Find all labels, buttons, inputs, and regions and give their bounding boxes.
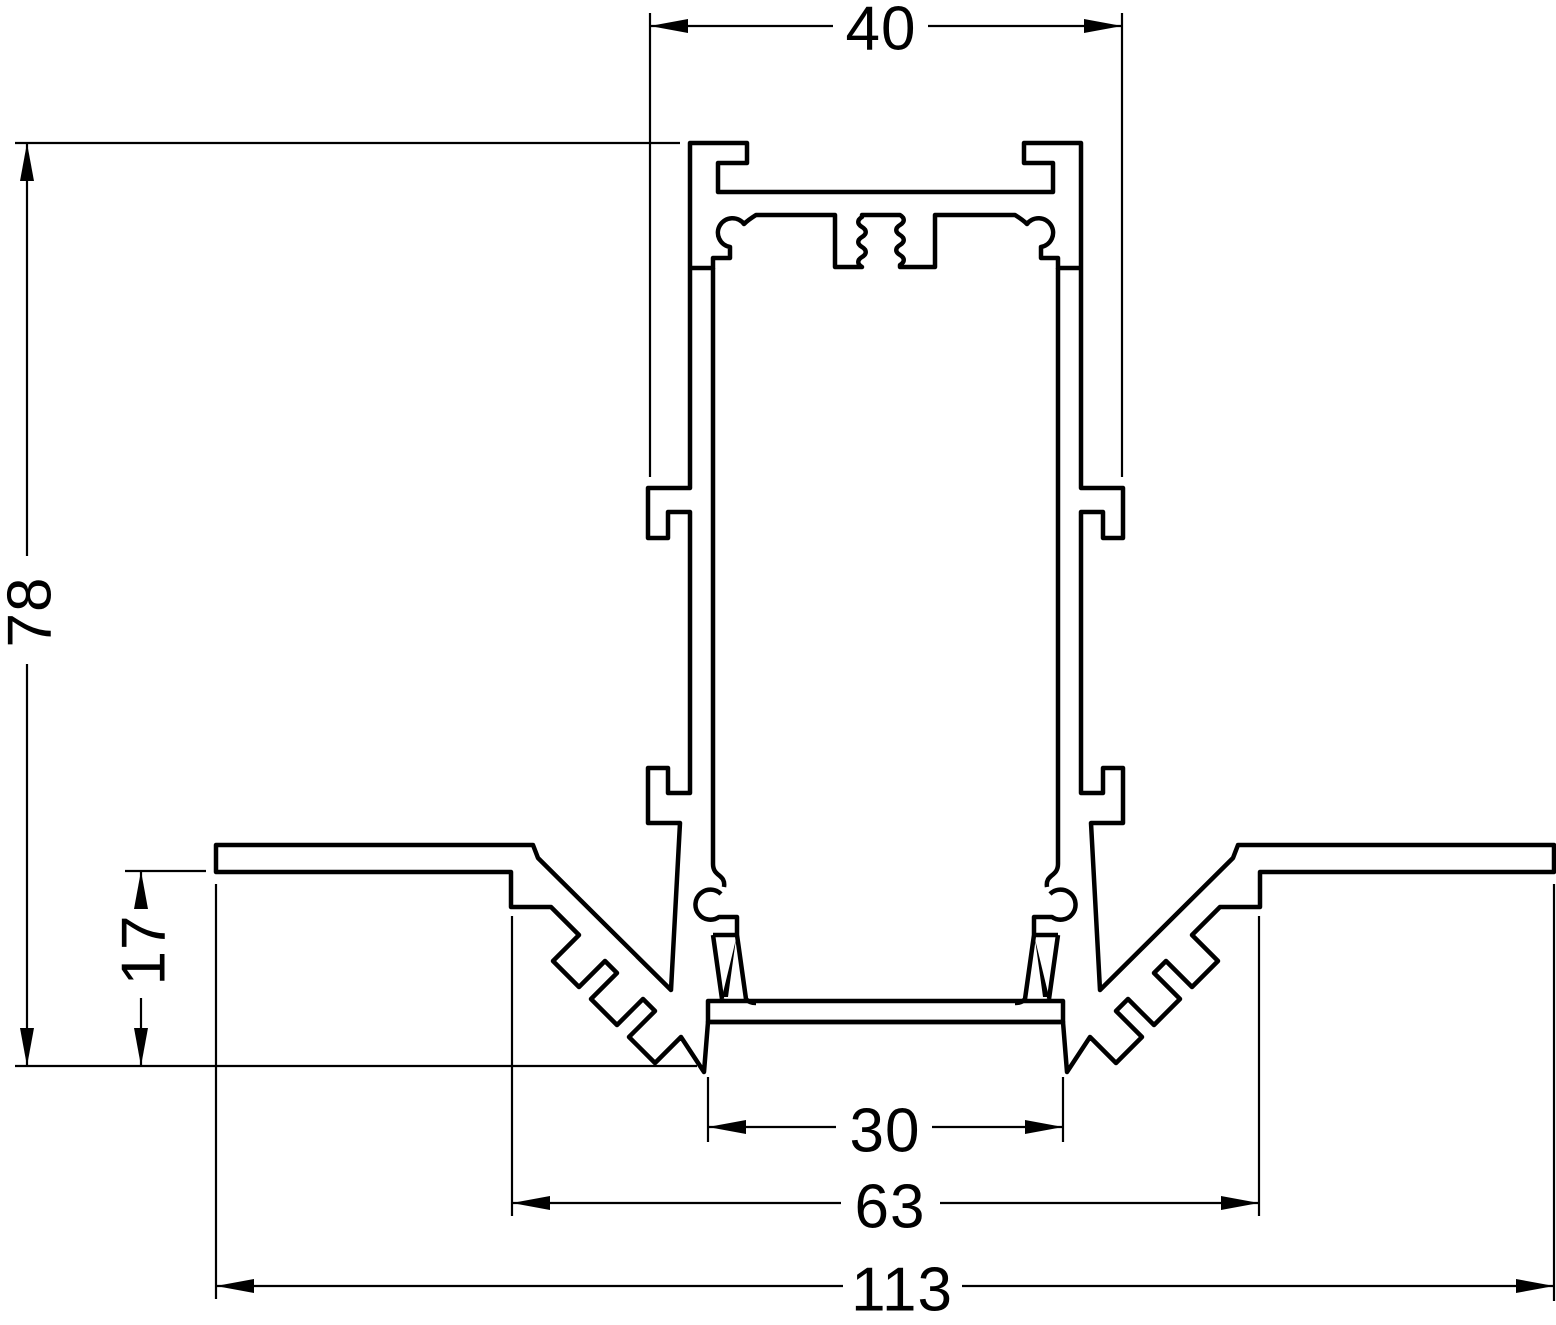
dimension-label-cutout-width: 63: [855, 1173, 926, 1242]
dimension-top-width: 40: [648, 0, 1124, 477]
dimension-opening-width: 30: [706, 1077, 1065, 1166]
extension-lines: [15, 141, 697, 1068]
dimension-label-opening-width: 30: [850, 1097, 921, 1166]
dimension-recess-depth: 17: [110, 869, 206, 1066]
bottom-plate: [705, 998, 1066, 1025]
dimension-label-top-width: 40: [846, 0, 917, 64]
arrowhead-top: [134, 871, 148, 909]
leg-slot-left: [722, 939, 736, 997]
arrowhead-left: [216, 1279, 254, 1293]
arrowhead-bottom: [134, 1028, 148, 1066]
inner-wall-left: [710, 268, 727, 888]
arrowhead-right: [1025, 1120, 1063, 1134]
extension-lines: [510, 916, 1261, 1216]
extension-lines: [214, 884, 1556, 1301]
dimension-label-overall-height: 78: [0, 577, 65, 648]
dimension-cutout-width: 63: [510, 916, 1261, 1242]
profile-outer-boundary: [213, 140, 1556, 1075]
arrowhead-right: [1516, 1279, 1554, 1293]
arrowhead-left: [650, 19, 688, 33]
arrowhead-left: [512, 1196, 550, 1210]
arrowhead-bottom: [20, 1028, 34, 1066]
arrowhead-top: [20, 143, 34, 181]
arrowhead-left: [708, 1120, 746, 1134]
extension-lines: [706, 1077, 1065, 1142]
inner-wall-right: [1044, 268, 1061, 888]
arrowhead-right: [1084, 19, 1122, 33]
dimension-overall-width: 113: [214, 884, 1556, 1325]
profile-outline: [213, 140, 1556, 1075]
leg-slot-right: [1035, 939, 1049, 997]
dimension-label-overall-width: 113: [851, 1256, 953, 1325]
dimension-label-recess-depth: 17: [110, 915, 179, 986]
extension-lines: [648, 13, 1124, 477]
dimension-overall-height: 78: [0, 141, 697, 1068]
arrowhead-right: [1221, 1196, 1259, 1210]
profile-interior-top-contour: [691, 212, 1081, 271]
